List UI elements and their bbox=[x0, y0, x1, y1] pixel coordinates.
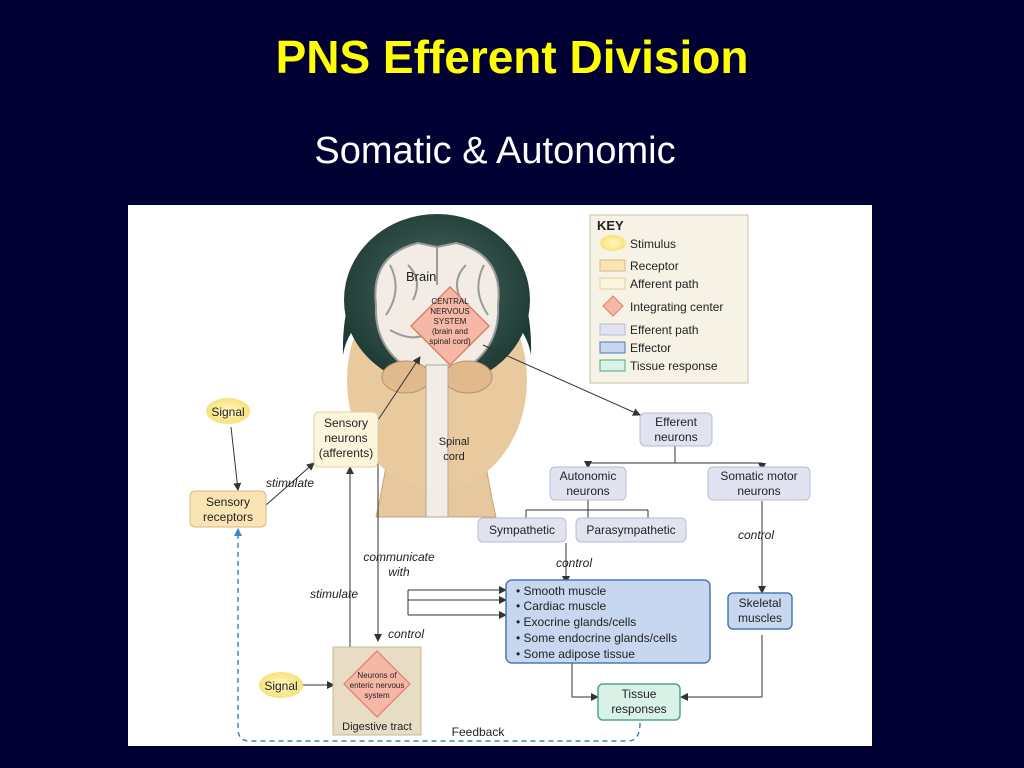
cns-line-2: NERVOUS bbox=[430, 307, 469, 316]
efferent-neurons-box: Efferent neurons bbox=[639, 412, 713, 447]
sympathetic-label: Sympathetic bbox=[489, 523, 555, 537]
key-receptor-swatch bbox=[599, 259, 626, 272]
sensory-neurons-line-3: (afferents) bbox=[319, 446, 373, 460]
skeletal-muscles-box: Skeletal muscles bbox=[727, 592, 793, 630]
feedback-label: Feedback bbox=[452, 725, 506, 739]
key-stimulus: Stimulus bbox=[630, 237, 676, 251]
effector-adipose: • Some adipose tissue bbox=[516, 647, 635, 661]
somatic-motor-neurons-box: Somatic motor neurons bbox=[707, 466, 811, 501]
signal-bottom: Signal bbox=[259, 672, 303, 698]
sympathetic-box: Sympathetic bbox=[477, 517, 567, 543]
effector-cardiac-muscle: • Cardiac muscle bbox=[516, 599, 607, 613]
sensory-receptors-box: Sensory receptors bbox=[189, 490, 267, 528]
tissue-responses-line-1: Tissue bbox=[622, 687, 657, 701]
connectors bbox=[230, 344, 766, 701]
stimulate-label-2: stimulate bbox=[310, 587, 358, 601]
cns-integrating-center: CENTRAL NERVOUS SYSTEM (brain and spinal… bbox=[409, 285, 491, 367]
skeletal-muscles-line-2: muscles bbox=[738, 611, 782, 625]
control-label-autonomic: control bbox=[556, 556, 592, 570]
key-tissue-swatch bbox=[599, 359, 626, 372]
key-effector: Effector bbox=[630, 341, 671, 355]
effector-exocrine: • Exocrine glands/cells bbox=[516, 615, 636, 629]
sensory-receptors-line-1: Sensory bbox=[206, 495, 250, 509]
efferent-neurons-line-2: neurons bbox=[654, 430, 697, 444]
sensory-receptors-line-2: receptors bbox=[203, 510, 253, 524]
key-tissue: Tissue response bbox=[630, 359, 718, 373]
autonomic-effectors-box: • Smooth muscle • Cardiac muscle • Exocr… bbox=[505, 579, 711, 664]
brain-label: Brain bbox=[406, 269, 436, 284]
digestive-tract-label: Digestive tract bbox=[342, 721, 412, 733]
key-stimulus-swatch bbox=[600, 235, 626, 251]
key-legend: KEY Stimulus Receptor Afferent path Inte… bbox=[589, 214, 749, 384]
diagram-figure: Brain CENTRAL NERVOUS SYSTEM (brain and … bbox=[128, 205, 872, 746]
enteric-line-3: system bbox=[364, 691, 390, 700]
key-integrating-swatch bbox=[602, 295, 624, 317]
spinal-cord-label-1: Spinal bbox=[439, 436, 470, 448]
sensory-neurons-box: Sensory neurons (afferents) bbox=[313, 411, 379, 468]
cns-line-1: CENTRAL bbox=[431, 297, 469, 306]
control-label-somatic: control bbox=[738, 528, 774, 542]
effector-endocrine: • Some endocrine glands/cells bbox=[516, 631, 677, 645]
enteric-line-1: Neurons of bbox=[357, 671, 397, 680]
control-label-enteric: control bbox=[388, 627, 424, 641]
sensory-neurons-line-2: neurons bbox=[324, 431, 367, 445]
autonomic-neurons-line-1: Autonomic bbox=[560, 469, 617, 483]
slide-subtitle: Somatic & Autonomic bbox=[314, 130, 676, 172]
tissue-responses-line-2: responses bbox=[611, 702, 666, 716]
autonomic-neurons-box: Autonomic neurons bbox=[549, 466, 627, 501]
somatic-motor-line-2: neurons bbox=[737, 484, 780, 498]
signal-top: Signal bbox=[206, 398, 250, 424]
communicate-line-2: with bbox=[388, 565, 410, 579]
key-heading: KEY bbox=[597, 218, 624, 233]
key-receptor: Receptor bbox=[630, 259, 679, 273]
effector-smooth-muscle: • Smooth muscle bbox=[516, 584, 607, 598]
signal-bottom-label: Signal bbox=[264, 679, 297, 693]
key-efferent-swatch bbox=[599, 323, 626, 336]
key-afferent: Afferent path bbox=[630, 277, 699, 291]
communicate-line-1: communicate bbox=[363, 550, 435, 564]
key-integrating: Integrating center bbox=[630, 300, 723, 314]
feedback-loop-line bbox=[234, 528, 641, 742]
autonomic-neurons-line-2: neurons bbox=[566, 484, 609, 498]
cns-line-4: (brain and bbox=[432, 327, 468, 336]
key-efferent: Efferent path bbox=[630, 323, 699, 337]
slide-title: PNS Efferent Division bbox=[275, 31, 749, 83]
cns-line-3: SYSTEM bbox=[434, 317, 467, 326]
enteric-line-2: enteric nervous bbox=[350, 681, 405, 690]
stimulate-label-1: stimulate bbox=[266, 476, 314, 490]
key-effector-swatch bbox=[599, 341, 626, 354]
key-afferent-swatch bbox=[599, 277, 626, 290]
head-illustration bbox=[342, 214, 532, 518]
signal-top-label: Signal bbox=[211, 405, 244, 419]
cns-line-5: spinal cord) bbox=[429, 337, 471, 346]
tissue-responses-box: Tissue responses bbox=[597, 683, 681, 721]
spinal-cord-label-2: cord bbox=[443, 451, 464, 463]
digestive-tract-panel: Neurons of enteric nervous system Digest… bbox=[332, 646, 422, 736]
parasympathetic-box: Parasympathetic bbox=[575, 517, 687, 543]
somatic-motor-line-1: Somatic motor bbox=[720, 469, 797, 483]
parasympathetic-label: Parasympathetic bbox=[586, 523, 675, 537]
sensory-neurons-line-1: Sensory bbox=[324, 416, 368, 430]
efferent-division-diagram: Brain CENTRAL NERVOUS SYSTEM (brain and … bbox=[189, 214, 811, 742]
efferent-neurons-line-1: Efferent bbox=[655, 415, 697, 429]
skeletal-muscles-line-1: Skeletal bbox=[739, 596, 782, 610]
